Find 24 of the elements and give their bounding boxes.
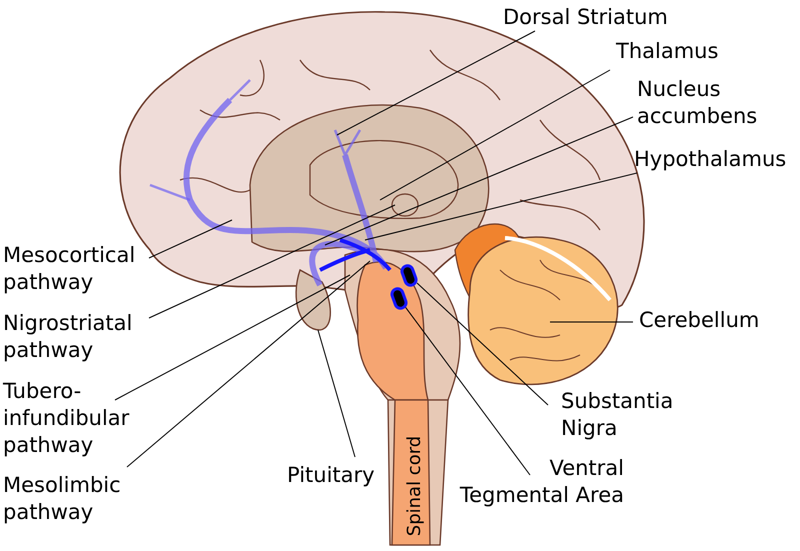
leader-line [364, 172, 638, 240]
leader-line [126, 260, 370, 468]
leader-line [148, 204, 396, 318]
leader-line [148, 220, 232, 258]
part-label: Nucleus accumbens [637, 76, 758, 130]
leader-line [405, 306, 530, 476]
leader-line [380, 70, 610, 200]
part-label: Hypothalamus [634, 146, 786, 173]
leader-line [416, 282, 548, 406]
leader-line [324, 116, 634, 246]
part-label: Spinal cord [404, 434, 426, 538]
leader-line [318, 330, 356, 458]
part-label: Mesolimbic pathway [3, 472, 122, 526]
part-label: Dorsal Striatum [503, 4, 668, 31]
part-label: Mesocortical pathway [3, 242, 136, 296]
leader-line [114, 274, 350, 400]
part-label: Substantia Nigra [561, 388, 674, 442]
part-label: Pituitary [287, 462, 375, 489]
part-label: Cerebellum [639, 307, 760, 334]
part-label: Tubero- infundibular pathway [3, 378, 130, 459]
part-label: Thalamus [616, 38, 718, 65]
leader-line [336, 30, 536, 136]
part-label: Nigrostriatal pathway [3, 310, 134, 364]
part-label: Ventral Tegmental Area [458, 455, 624, 509]
